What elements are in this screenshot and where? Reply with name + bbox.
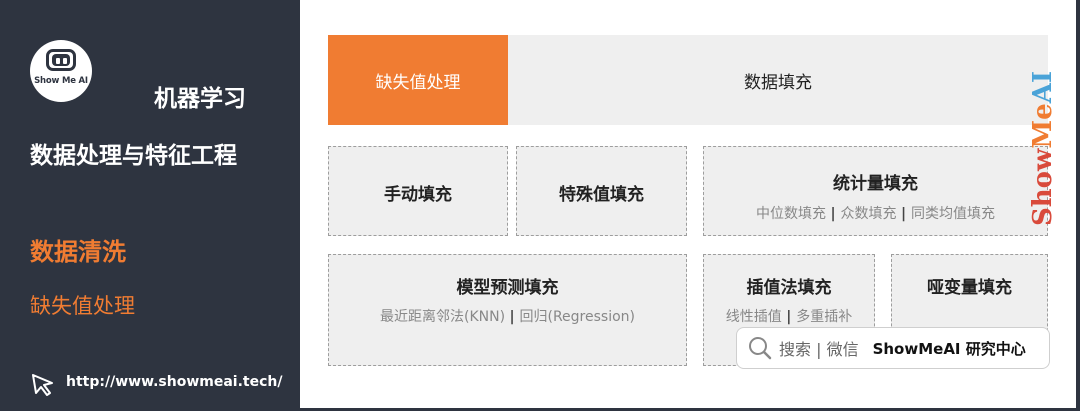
box-item: 中位数填充 [756, 206, 827, 222]
box-item: 多重插补 [796, 309, 853, 325]
box-item: 回归(Regression) [519, 309, 636, 325]
box-item: 最近距离邻法(KNN) [379, 309, 506, 325]
box-interpolation-fill: 插值法填充 线性插值 | 多重插补 [703, 254, 875, 366]
course-subtitle: 数据处理与特征工程 [30, 143, 237, 169]
box-item: 线性插值 [725, 309, 782, 325]
search-badge-text: 搜索 | 微信 [779, 340, 859, 359]
box-title: 模型预测填充 [456, 278, 559, 298]
website-link[interactable]: http://www.showmeai.tech/ [66, 374, 283, 390]
box-special-value-fill: 特殊值填充 [516, 146, 687, 236]
separator: | [786, 309, 797, 325]
header-main-label: 数据填充 [744, 72, 812, 93]
section-title: 数据清洗 [30, 238, 126, 266]
box-statistic-fill: 统计量填充 中位数填充 | 众数填充 | 同类均值填充 [703, 146, 1048, 236]
box-items: 最近距离邻法(KNN) | 回归(Regression) [329, 306, 686, 326]
separator: | [509, 309, 520, 325]
box-item: 众数填充 [840, 206, 897, 222]
box-title: 哑变量填充 [927, 278, 1012, 298]
frame-right-edge [1076, 0, 1080, 411]
box-items: 线性插值 | 多重插补 [704, 306, 874, 326]
box-title: 手动填充 [384, 185, 452, 205]
robot-icon [46, 49, 76, 71]
logo-text: Show Me AI [34, 76, 88, 86]
showmeai-logo: Show Me AI [30, 40, 92, 102]
separator: | [900, 206, 911, 222]
header-active-label: 缺失值处理 [328, 35, 508, 125]
box-title: 特殊值填充 [559, 185, 644, 205]
box-item: 同类均值填充 [910, 206, 995, 222]
separator: | [830, 206, 841, 222]
sidebar-panel: Show Me AI 机器学习 数据处理与特征工程 数据清洗 缺失值处理 htt… [0, 0, 300, 411]
cursor-icon [32, 374, 53, 396]
box-items: 中位数填充 | 众数填充 | 同类均值填充 [704, 203, 1047, 223]
frame-bottom-edge [300, 408, 1080, 411]
box-model-predict-fill: 模型预测填充 最近距离邻法(KNN) | 回归(Regression) [328, 254, 687, 366]
box-title: 插值法填充 [746, 278, 832, 298]
course-title: 机器学习 [154, 86, 246, 112]
search-badge-brand: ShowMeAI 研究中心 [872, 339, 1026, 358]
watermark: ShowMeAI [1028, 70, 1058, 226]
box-title: 统计量填充 [833, 174, 918, 194]
subsection-title: 缺失值处理 [30, 294, 135, 318]
search-icon [749, 337, 772, 360]
search-badge[interactable]: 搜索 | 微信 ShowMeAI 研究中心 [736, 327, 1050, 369]
box-manual-fill: 手动填充 [328, 146, 508, 236]
